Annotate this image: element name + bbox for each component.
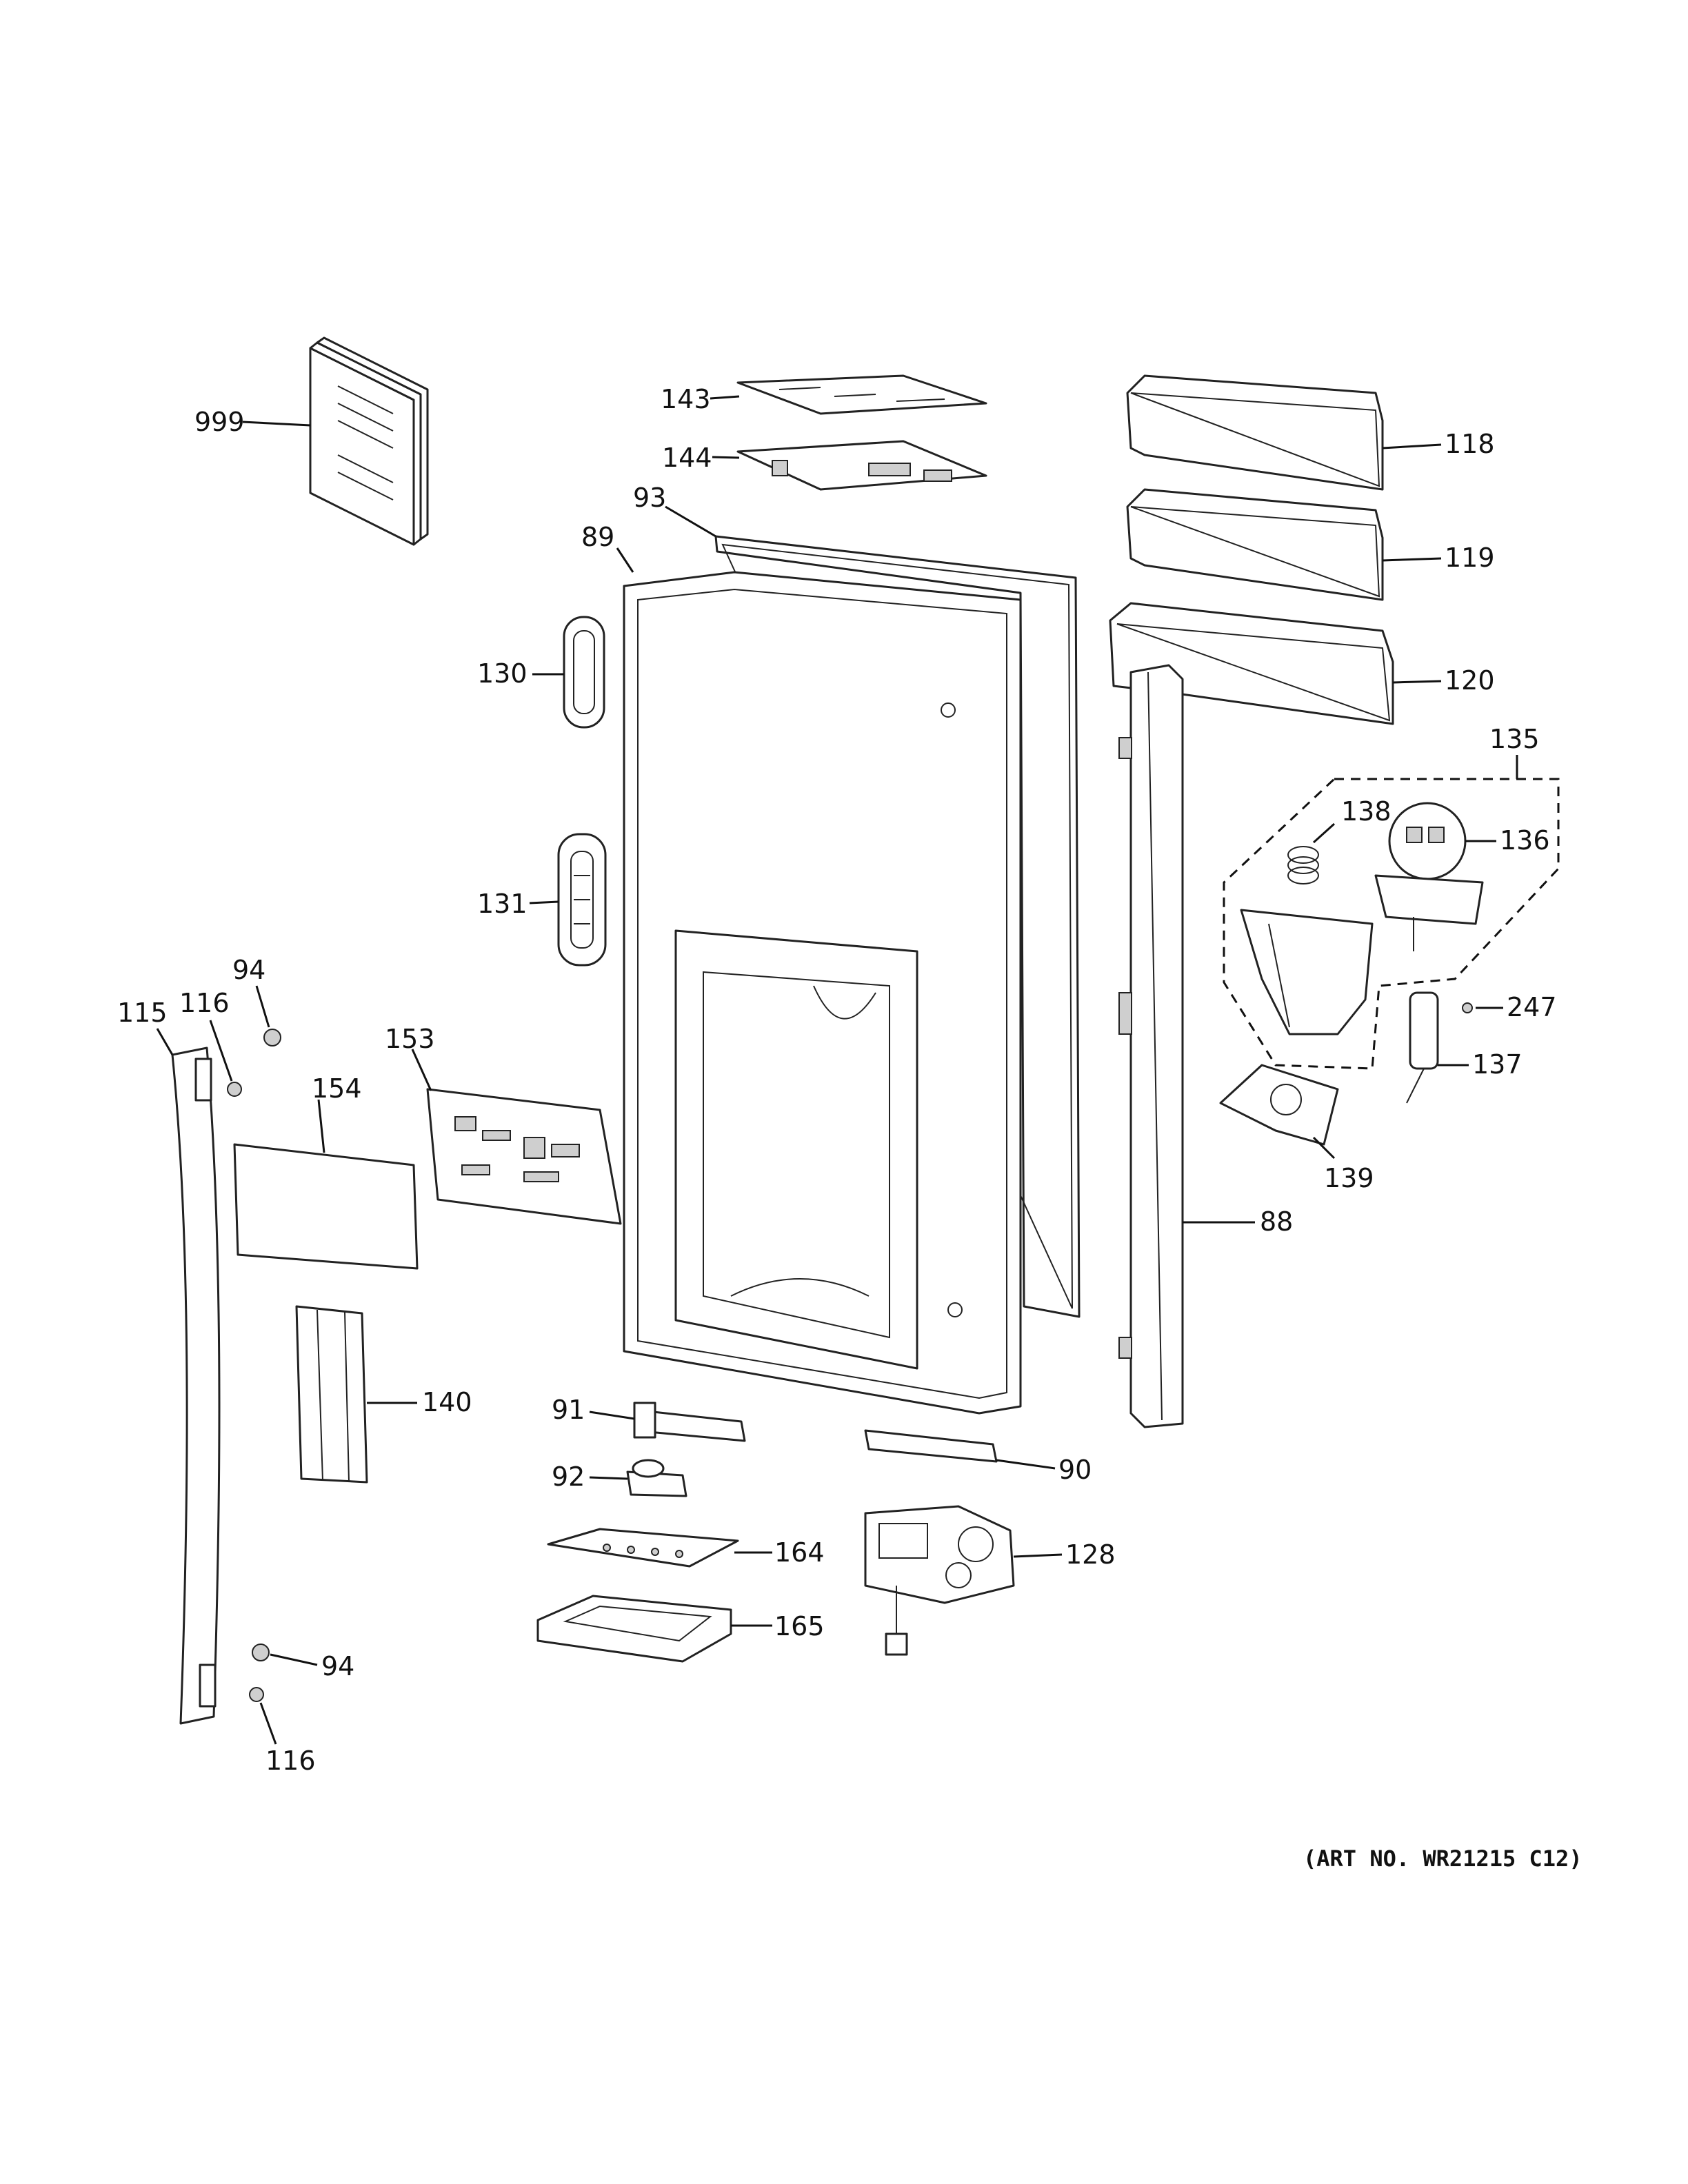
- callout-153: 153: [385, 1024, 435, 1054]
- callout-120: 120: [1445, 665, 1495, 696]
- part-94-screw-lower: [252, 1644, 270, 1661]
- art-number: (ART NO. WR21215 C12): [1303, 1846, 1582, 1872]
- callout-139: 139: [1324, 1163, 1374, 1193]
- callout-999: 999: [194, 407, 245, 437]
- callout-164: 164: [774, 1537, 825, 1568]
- part-165-drip-tray: [536, 1595, 732, 1663]
- part-136-auger-motor: [1374, 802, 1484, 951]
- part-131-lower-cap: [557, 833, 607, 967]
- part-90-switch-bar: [864, 1429, 998, 1463]
- part-135-housing: [1240, 909, 1374, 1035]
- part-999-manual: [309, 336, 429, 546]
- part-116-setscrew-upper: [227, 1082, 242, 1097]
- part-140-trim: [295, 1305, 368, 1484]
- assembly-135-outline: [1223, 778, 1560, 1070]
- part-137-solenoid: [1406, 991, 1439, 1104]
- callout-116-lower: 116: [265, 1746, 316, 1776]
- part-115-door-handle: [171, 1046, 221, 1725]
- part-119-door-bin: [1126, 488, 1384, 601]
- callout-115: 115: [117, 998, 168, 1028]
- part-130-upper-cap: [563, 616, 605, 729]
- part-139-chute-plate: [1219, 1064, 1339, 1146]
- callout-91: 91: [552, 1395, 585, 1425]
- part-153-interface-board: [426, 1088, 622, 1225]
- callout-136: 136: [1500, 825, 1550, 856]
- part-138-spring: [1287, 846, 1319, 884]
- part-89-door-liner: [623, 571, 1022, 1415]
- callout-138: 138: [1341, 796, 1391, 827]
- callout-119: 119: [1445, 543, 1495, 573]
- part-154-overlay: [233, 1143, 419, 1270]
- callout-93: 93: [633, 483, 666, 513]
- callout-116-upper: 116: [179, 988, 230, 1018]
- callout-130: 130: [477, 658, 528, 689]
- callout-154: 154: [312, 1073, 362, 1104]
- callout-118: 118: [1445, 429, 1495, 459]
- part-247-screw: [1462, 1002, 1473, 1013]
- part-143-board-cover: [736, 374, 987, 415]
- part-94-screw-upper: [263, 1029, 281, 1046]
- callout-144: 144: [662, 443, 712, 473]
- callout-94-upper: 94: [232, 955, 265, 985]
- callout-89: 89: [581, 522, 614, 552]
- part-128-dispenser-motor: [864, 1505, 1015, 1656]
- part-88-door-mullion: [1118, 664, 1184, 1428]
- part-91-lever: [633, 1402, 746, 1442]
- callout-128: 128: [1065, 1539, 1116, 1570]
- callout-143: 143: [661, 384, 711, 414]
- callout-137: 137: [1472, 1049, 1523, 1080]
- callout-165: 165: [774, 1611, 825, 1641]
- callout-135: 135: [1489, 724, 1540, 754]
- callout-92: 92: [552, 1462, 585, 1492]
- callout-94-lower: 94: [321, 1651, 354, 1681]
- callout-131: 131: [477, 889, 528, 919]
- part-118-door-bin: [1126, 374, 1384, 491]
- callout-140: 140: [422, 1387, 472, 1417]
- part-116-setscrew-lower: [249, 1687, 264, 1702]
- part-92-actuator: [626, 1459, 687, 1497]
- callout-90: 90: [1058, 1455, 1092, 1485]
- part-164-drip-pad: [547, 1528, 739, 1568]
- callout-88: 88: [1260, 1206, 1293, 1237]
- callout-247: 247: [1507, 992, 1557, 1022]
- part-144-control-board: [736, 440, 987, 491]
